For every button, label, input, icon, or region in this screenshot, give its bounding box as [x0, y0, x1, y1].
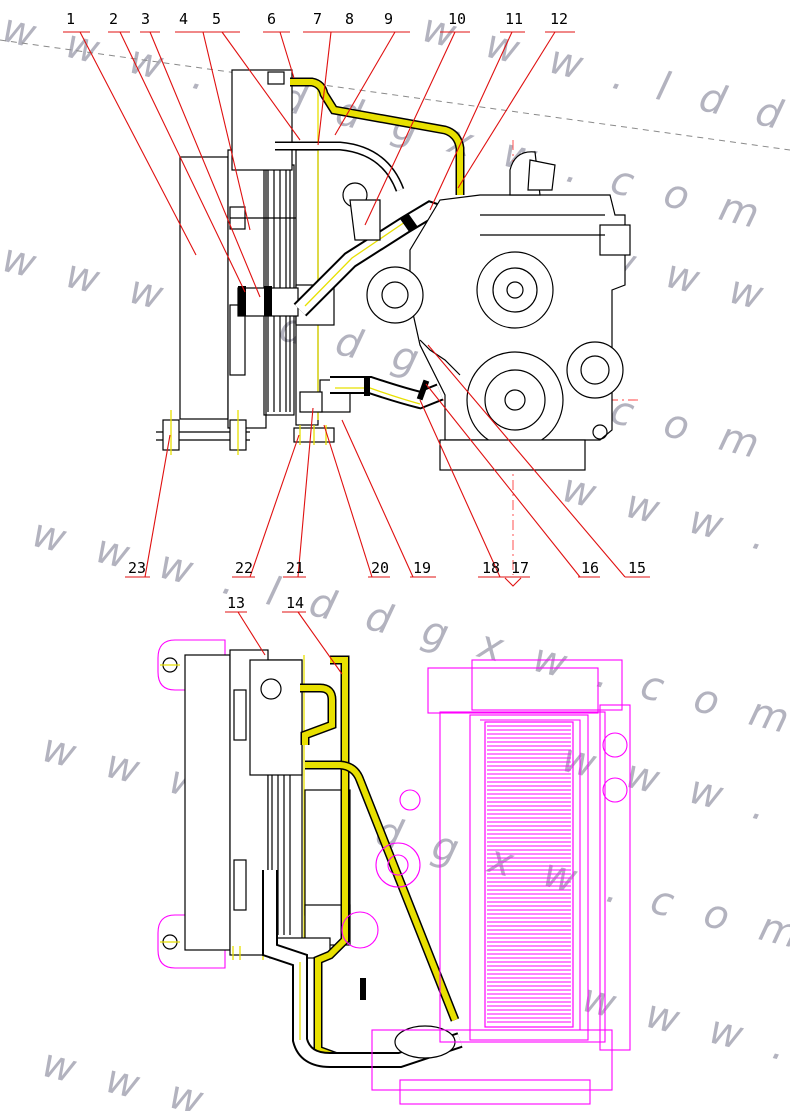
callout-14: 14 — [286, 594, 304, 612]
callout-8: 8 — [345, 10, 354, 28]
callout-22: 22 — [235, 559, 253, 577]
expansion-tank-plan — [249, 659, 303, 776]
engine-side-view — [342, 151, 631, 471]
expansion-tank — [231, 69, 293, 171]
lower-view: 13 14 — [157, 594, 631, 1105]
callout-16: 16 — [581, 559, 599, 577]
callout-6: 6 — [267, 10, 276, 28]
callout-2: 2 — [109, 10, 118, 28]
filler-cap — [267, 71, 285, 85]
leader-lines-bottom — [125, 344, 650, 578]
charge-air-cooler — [484, 721, 574, 1028]
callout-13: 13 — [227, 594, 245, 612]
callout-5: 5 — [212, 10, 221, 28]
callout-9: 9 — [384, 10, 393, 28]
callout-21: 21 — [286, 559, 304, 577]
callout-17: 17 — [511, 559, 529, 577]
watermark-text: w w w . l d c — [558, 735, 790, 871]
watermark-text: w w w . l d d g x w . c o m — [28, 510, 790, 745]
watermark-text: w w w — [38, 1040, 218, 1111]
callout-11: 11 — [505, 10, 523, 28]
radiator-plan — [184, 654, 231, 951]
callout-3: 3 — [141, 10, 150, 28]
mounting-bolts — [156, 410, 335, 455]
callout-1: 1 — [66, 10, 75, 28]
callout-15: 15 — [628, 559, 646, 577]
leader-lines-top — [63, 31, 575, 298]
callout-4: 4 — [179, 10, 188, 28]
radiator-core — [179, 156, 229, 420]
callout-10: 10 — [448, 10, 466, 28]
callout-20: 20 — [371, 559, 389, 577]
engine-plan-view — [341, 659, 631, 1105]
top-view: 1 2 3 4 5 6 7 8 9 10 11 12 23 22 21 20 1… — [0, 10, 790, 587]
callout-7: 7 — [313, 10, 322, 28]
callout-23: 23 — [128, 559, 146, 577]
callout-18: 18 — [482, 559, 500, 577]
callout-19: 19 — [413, 559, 431, 577]
callout-12: 12 — [550, 10, 568, 28]
